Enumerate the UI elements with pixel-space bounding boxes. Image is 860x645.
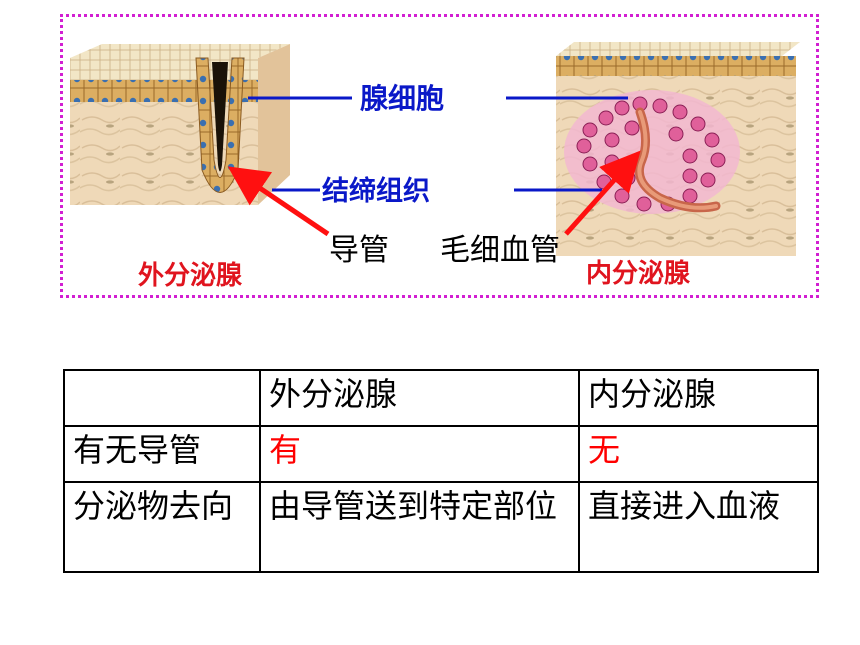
endocrine-label: 内分泌腺	[586, 259, 691, 289]
capillary-arrow	[564, 150, 641, 236]
cell-exocrine-destination: 由导管送到特定部位	[259, 481, 580, 573]
row-label-destination: 分泌物去向	[63, 481, 261, 573]
gland-comparison-table: 外分泌腺 内分泌腺 有无导管 有 无 分泌物去向 由导管送到特定部位 直接进入血…	[63, 369, 819, 573]
header-cell-endocrine: 内分泌腺	[578, 369, 819, 427]
table-row: 分泌物去向 由导管送到特定部位 直接进入血液	[63, 481, 819, 573]
endocrine-gland-drawing	[556, 42, 800, 256]
cell-endocrine-duct: 无	[578, 425, 819, 483]
cell-exocrine-duct: 有	[259, 425, 580, 483]
header-cell-empty	[63, 369, 261, 427]
gland-cell-label: 腺细胞	[360, 82, 444, 115]
table-row: 有无导管 有 无	[63, 425, 819, 483]
gland-illustration: 腺细胞 结缔组织 外分泌腺 内分泌腺	[70, 42, 800, 291]
table-header-row: 外分泌腺 内分泌腺	[63, 369, 819, 427]
connective-tissue-label: 结缔组织	[322, 175, 430, 207]
duct-arrow	[227, 166, 330, 237]
duct-callout: 导管	[329, 233, 389, 268]
cell-endocrine-destination: 直接进入血液	[578, 481, 819, 573]
exocrine-gland-drawing	[70, 44, 290, 205]
row-label-duct: 有无导管	[63, 425, 261, 483]
header-cell-exocrine: 外分泌腺	[259, 369, 580, 427]
capillary-callout: 毛细血管	[440, 233, 560, 268]
gland-figure-frame	[60, 14, 819, 298]
exocrine-label: 外分泌腺	[138, 261, 243, 291]
